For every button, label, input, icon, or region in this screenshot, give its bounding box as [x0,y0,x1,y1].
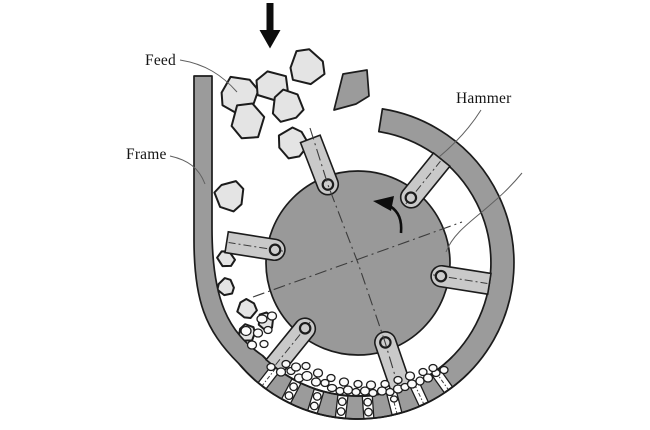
slot-particle [289,382,299,392]
slot-centerline [414,384,424,404]
arrows [259,3,403,234]
particle [351,387,361,397]
centerlines [252,127,463,390]
particle [380,379,390,389]
slot-particle [284,391,294,401]
hammer-label: Hammer [456,90,512,107]
particle [418,367,428,377]
particle [406,379,418,389]
hammer-axis-line [275,321,311,366]
hammer-pivot-pin [298,321,312,335]
slot-particle [363,407,373,417]
particle [259,339,269,349]
rotor-centerline-horizontal [252,221,463,298]
particle [393,375,403,385]
particle [365,380,377,390]
particle [320,378,330,388]
slot-particle [309,401,319,411]
slot-particle [337,397,347,407]
particle [353,379,363,389]
hammer-axis-line [228,242,284,252]
slot-particle [363,397,373,407]
particle [266,311,278,321]
hammer-pivot-pin [404,191,418,205]
particle [275,367,287,377]
particle [342,385,354,395]
particle [415,376,425,386]
particle [335,386,345,396]
crushed-particles [240,311,449,403]
particle [246,340,258,350]
feed-label: Feed [145,52,176,69]
rotation-arrow-head [373,196,394,211]
hammers [224,134,492,394]
particle [252,328,264,338]
particle [301,370,313,382]
particle [326,373,336,383]
particle [385,387,395,397]
particle [404,371,416,381]
feed-lump [289,48,326,86]
unlabeled-leader-line [445,172,523,253]
feed-direction-arrow [259,3,281,49]
feed-lump [216,277,235,297]
particle [256,314,268,324]
hammer-leader-line [438,109,482,158]
hammer-axis-line [432,274,488,284]
particle [326,383,338,393]
leader-lines [169,59,523,253]
particle [301,361,311,371]
particle [439,365,449,375]
hammer-pivot-pin [434,269,448,283]
hammer-pivot-pin [268,243,282,257]
rotation-arrow-tail [389,204,403,234]
frame-label: Frame [126,146,167,163]
hammer-axis-line [405,160,441,205]
frame-leader-line [169,155,206,185]
particle [422,373,434,383]
feed-lump [236,298,258,319]
feed-lump [277,126,310,160]
slot-particle [336,407,346,416]
particle [338,377,350,387]
particle [290,362,302,372]
feed-lump [230,102,266,140]
frame-top-hook [333,69,370,111]
particle [263,325,273,335]
feed-lump [271,88,305,123]
particle [281,359,291,369]
particle [240,325,252,337]
rotor-centerline-vertical [309,127,400,390]
particle [376,386,388,396]
particle [389,395,399,403]
discharge-grate [239,354,469,420]
particle [368,388,378,398]
particle [428,363,438,373]
particle [310,377,322,387]
feed-leader-line [179,59,238,93]
feed-lump [213,180,245,213]
slot-centerline [262,368,276,386]
grate-outer-edge [239,364,469,420]
particle [266,362,276,372]
particle [312,368,324,378]
hammer-pivot-pin [321,178,335,191]
slot-particle [312,391,322,401]
feed-lumps [213,48,326,342]
